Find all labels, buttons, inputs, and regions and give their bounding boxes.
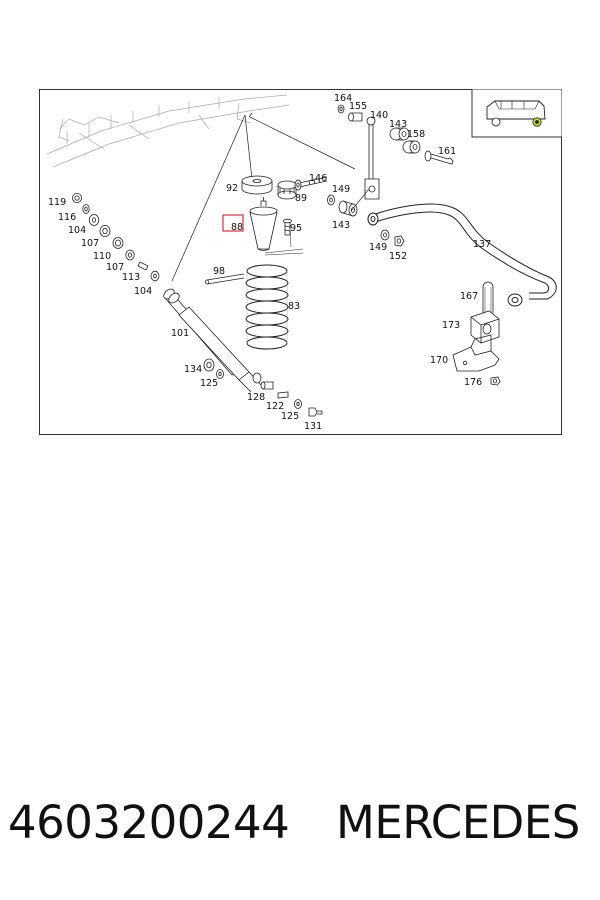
- part-label-149: 149: [369, 242, 387, 253]
- part-label-125: 125: [200, 378, 218, 389]
- screw-95: [264, 218, 304, 256]
- nut-152: [394, 235, 405, 247]
- bushing-173: [470, 310, 500, 344]
- part-label-113: 113: [122, 272, 140, 283]
- nut-176: [490, 376, 501, 386]
- washer-149: [327, 194, 335, 206]
- part-label-101: 101: [171, 328, 189, 339]
- part-label-107: 107: [106, 262, 124, 273]
- part-label-98: 98: [213, 266, 225, 277]
- part-label-173: 173: [442, 320, 460, 331]
- part-label-164: 164: [334, 93, 352, 104]
- part-label-167: 167: [460, 291, 478, 302]
- part-number: 4603200244: [8, 796, 290, 849]
- part-label-110: 110: [93, 251, 111, 262]
- part-label-170: 170: [430, 355, 448, 366]
- part-label-155: 155: [349, 101, 367, 112]
- mounting-hardware-stack: [72, 193, 160, 282]
- bracket-170: [452, 334, 500, 372]
- part-label-92: 92: [226, 183, 238, 194]
- highlight-box-88: [222, 214, 244, 232]
- pin-98: [205, 273, 245, 285]
- part-label-88: 88: [231, 222, 243, 233]
- part-label-122: 122: [266, 401, 284, 412]
- bump-stop-cone-88: [249, 197, 278, 251]
- vehicle-thumbnail: [471, 89, 562, 138]
- bushing-143: [338, 200, 358, 217]
- part-label-140: 140: [370, 110, 388, 121]
- suspension-exploded-diagram: 1641551401431581619214614989889514314915…: [46, 89, 562, 432]
- washer-149-b: [380, 229, 390, 241]
- part-label-89: 89: [295, 193, 307, 204]
- part-label-131: 131: [304, 421, 322, 432]
- part-label-125: 125: [281, 411, 299, 422]
- part-label-119: 119: [48, 197, 66, 208]
- chassis-frame: [46, 94, 290, 168]
- bump-stop-92: [241, 175, 273, 195]
- part-label-107: 107: [81, 238, 99, 249]
- lower-mounting-hardware: [203, 358, 323, 417]
- brand-name: MERCEDES: [336, 796, 580, 849]
- part-label-83: 83: [288, 301, 300, 312]
- diagram-frame: [39, 89, 562, 435]
- part-label-149: 149: [332, 184, 350, 195]
- u-bolt-167: [482, 281, 494, 313]
- part-label-137: 137: [473, 239, 491, 250]
- sway-bar-link: [337, 104, 454, 212]
- part-label-158: 158: [407, 129, 425, 140]
- shock-absorber-101: [163, 288, 262, 393]
- part-label-176: 176: [464, 377, 482, 388]
- part-label-161: 161: [438, 146, 456, 157]
- bolt-146: [294, 176, 328, 191]
- part-label-95: 95: [290, 223, 302, 234]
- part-label-128: 128: [247, 392, 265, 403]
- part-label-116: 116: [58, 212, 76, 223]
- part-label-143: 143: [332, 220, 350, 231]
- part-label-146: 146: [309, 173, 327, 184]
- part-label-134: 134: [184, 364, 202, 375]
- rubber-buffer-89: [277, 180, 297, 200]
- sway-bar-137: [367, 203, 557, 307]
- part-label-104: 104: [68, 225, 86, 236]
- part-label-104: 104: [134, 286, 152, 297]
- coil-spring-83: [245, 264, 289, 350]
- part-label-152: 152: [389, 251, 407, 262]
- part-label-143: 143: [389, 119, 407, 130]
